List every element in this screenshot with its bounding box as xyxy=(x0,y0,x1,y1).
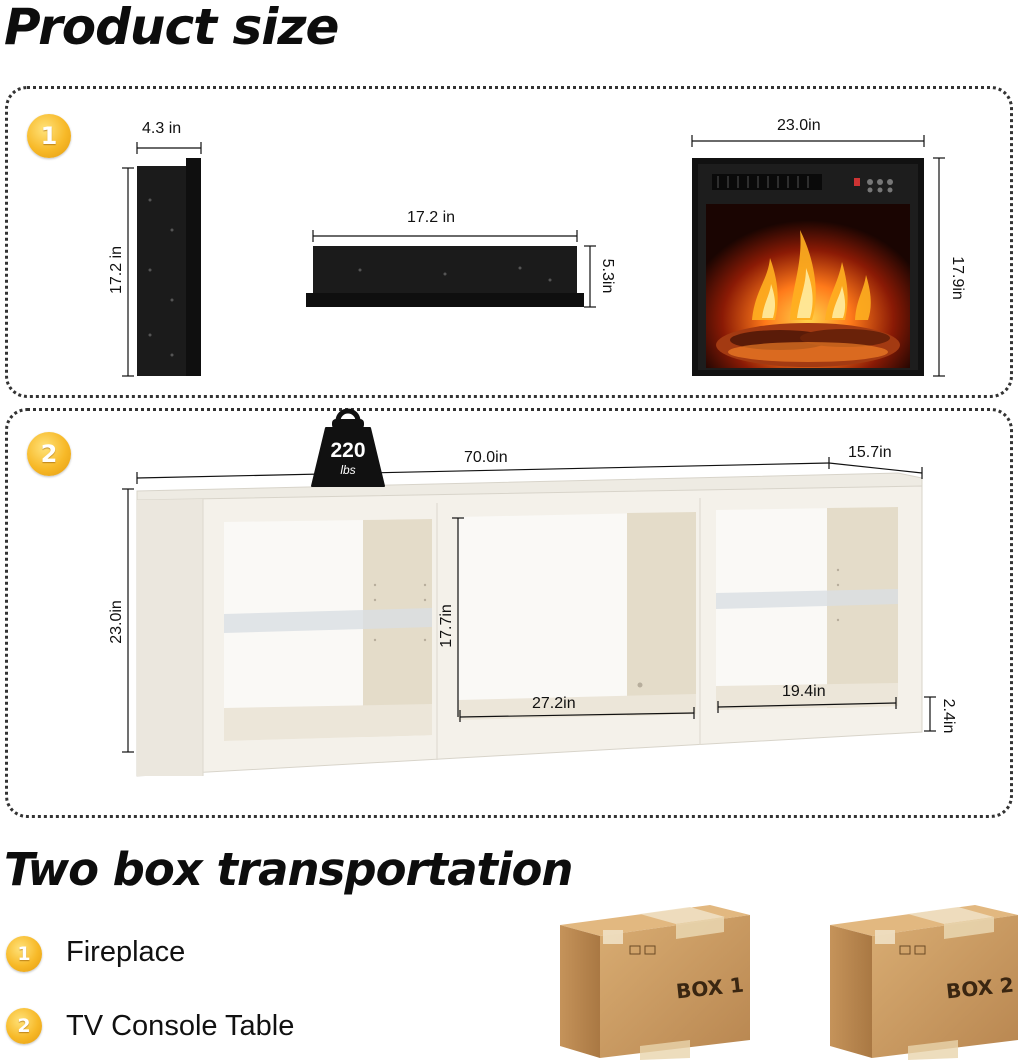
list-badge-2: 2 xyxy=(6,1008,42,1044)
console-dimension-lines xyxy=(122,457,936,753)
console-length-label: 70.0in xyxy=(464,449,508,466)
console-depth-label: 15.7in xyxy=(848,444,892,461)
front-width-label: 23.0in xyxy=(777,117,821,134)
weight-value: 220 xyxy=(330,439,366,462)
list-item-fireplace: Fireplace xyxy=(66,936,186,968)
weight-icon xyxy=(311,408,385,487)
product-size-heading: Product size xyxy=(4,0,339,56)
fireplace-dimensions-panel xyxy=(5,86,1013,398)
list-item-tv-console: TV Console Table xyxy=(66,1010,295,1042)
section-2-badge: 2 xyxy=(27,432,71,476)
tv-console-illustration xyxy=(136,472,923,777)
box-1-illustration xyxy=(560,905,750,1060)
opening-height-label: 17.7in xyxy=(438,604,455,648)
opening-width-label: 27.2in xyxy=(532,695,576,712)
list-badge-1: 1 xyxy=(6,936,42,972)
section-1-badge: 1 xyxy=(27,114,71,158)
base-height-label: 2.4in xyxy=(940,698,957,734)
fireplace-top-view xyxy=(306,230,596,308)
front-height-label: 17.9in xyxy=(949,256,966,300)
top-width-label: 17.2 in xyxy=(407,209,456,226)
console-dimensions-panel xyxy=(5,408,1013,818)
box-2-illustration xyxy=(830,905,1018,1060)
transport-heading: Two box transportation xyxy=(4,843,573,896)
fireplace-side-view xyxy=(122,142,202,377)
top-height-label: 5.3in xyxy=(599,258,616,294)
panel-height-label: 17.2 in xyxy=(108,245,125,295)
weight-unit: lbs xyxy=(340,463,356,477)
panel-width-label: 4.3 in xyxy=(142,120,182,137)
side-width-label: 19.4in xyxy=(782,683,826,700)
fireplace-front-view xyxy=(691,135,945,377)
console-height-label: 23.0in xyxy=(108,600,125,644)
